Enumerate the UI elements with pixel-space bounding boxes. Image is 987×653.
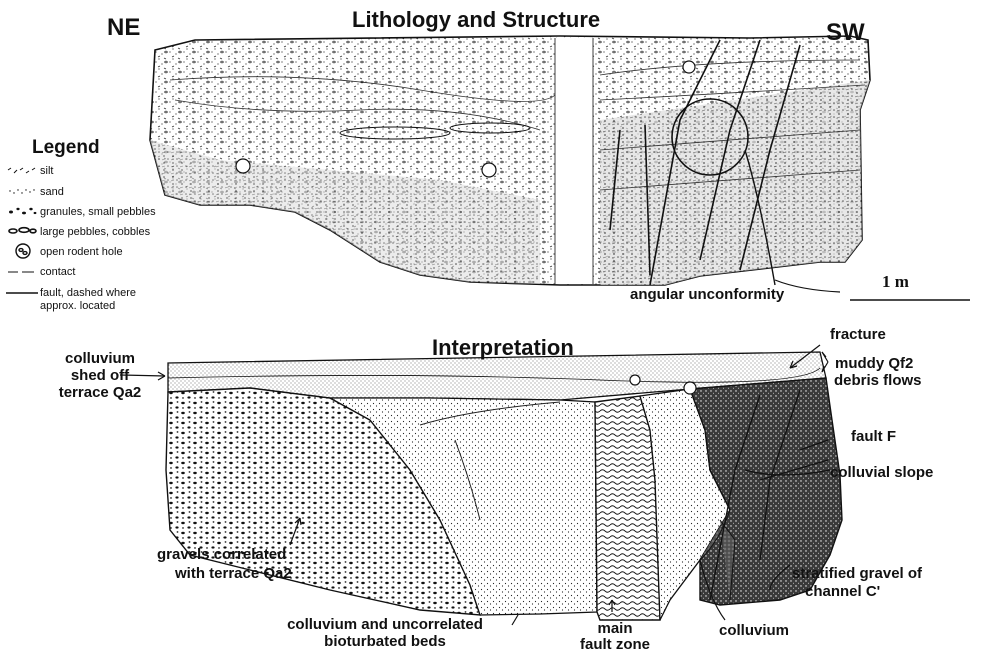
bioturbated-label-2: bioturbated beds bbox=[265, 633, 505, 650]
muddy-label-2: debris flows bbox=[834, 372, 922, 389]
fault-f-label: fault F bbox=[851, 428, 896, 445]
pebbles-icon bbox=[6, 225, 40, 239]
legend-item-pebbles: large pebbles, cobbles bbox=[6, 224, 150, 240]
fracture-label: fracture bbox=[830, 326, 886, 343]
stratified-label-2: channel C' bbox=[805, 583, 880, 600]
legend-item-contact: contact bbox=[6, 264, 75, 280]
legend-item-silt: silt bbox=[6, 163, 53, 179]
legend-item-fault-cont: approx. located bbox=[40, 298, 115, 314]
legend-label: granules, small pebbles bbox=[40, 206, 156, 218]
legend-label: silt bbox=[40, 165, 53, 177]
legend-item-sand: sand bbox=[6, 184, 64, 200]
legend-label: contact bbox=[40, 266, 75, 278]
interpretation-title: Interpretation bbox=[432, 336, 574, 360]
granules-icon bbox=[6, 205, 40, 219]
lithology-sample-gap bbox=[555, 38, 593, 284]
colluvium-shed-label-1: colluvium bbox=[40, 350, 160, 367]
legend-title: Legend bbox=[32, 137, 100, 159]
sand-icon bbox=[6, 185, 40, 199]
rodent-hole-3 bbox=[683, 61, 695, 73]
bioturbated-label-1: colluvium and uncorrelated bbox=[265, 616, 505, 633]
colluvium-shed-label-3: terrace Qa2 bbox=[40, 384, 160, 401]
colluvium-label: colluvium bbox=[719, 622, 789, 639]
main-fault-label-1: main bbox=[570, 620, 660, 637]
stratified-label-1: stratified gravel of bbox=[792, 565, 922, 582]
legend-item-granules: granules, small pebbles bbox=[6, 204, 156, 220]
rodent-hole-2 bbox=[482, 163, 496, 177]
colluvium-shed-label-2: shed off bbox=[40, 367, 160, 384]
rodent-hole-icon bbox=[6, 245, 40, 259]
rodent-hole-5 bbox=[684, 382, 696, 394]
scale-bar-label: 1 m bbox=[882, 273, 909, 290]
rodent-hole-4 bbox=[630, 375, 640, 385]
angular-unconformity-label: angular unconformity bbox=[630, 286, 784, 303]
legend-label: approx. located bbox=[40, 300, 115, 312]
gravels-label-2: with terrace Qa2 bbox=[175, 565, 292, 582]
contact-line-icon bbox=[6, 265, 40, 279]
legend-label: open rodent hole bbox=[40, 246, 123, 258]
sw-direction-label: SW bbox=[826, 20, 865, 46]
fault-line-icon bbox=[6, 286, 40, 300]
legend-item-rodent-hole: open rodent hole bbox=[6, 244, 123, 260]
rodent-hole-1 bbox=[236, 159, 250, 173]
muddy-label-1: muddy Qf2 bbox=[835, 355, 913, 372]
legend-label: sand bbox=[40, 186, 64, 198]
ne-direction-label: NE bbox=[107, 15, 140, 41]
lithology-title: Lithology and Structure bbox=[352, 8, 600, 32]
silt-icon bbox=[6, 164, 40, 178]
main-fault-label-2: fault zone bbox=[570, 636, 660, 653]
legend-label: large pebbles, cobbles bbox=[40, 226, 150, 238]
colluvial-slope-label: colluvial slope bbox=[830, 464, 933, 481]
gravels-label-1: gravels correlated bbox=[157, 546, 286, 563]
lithology-panel bbox=[150, 36, 970, 300]
